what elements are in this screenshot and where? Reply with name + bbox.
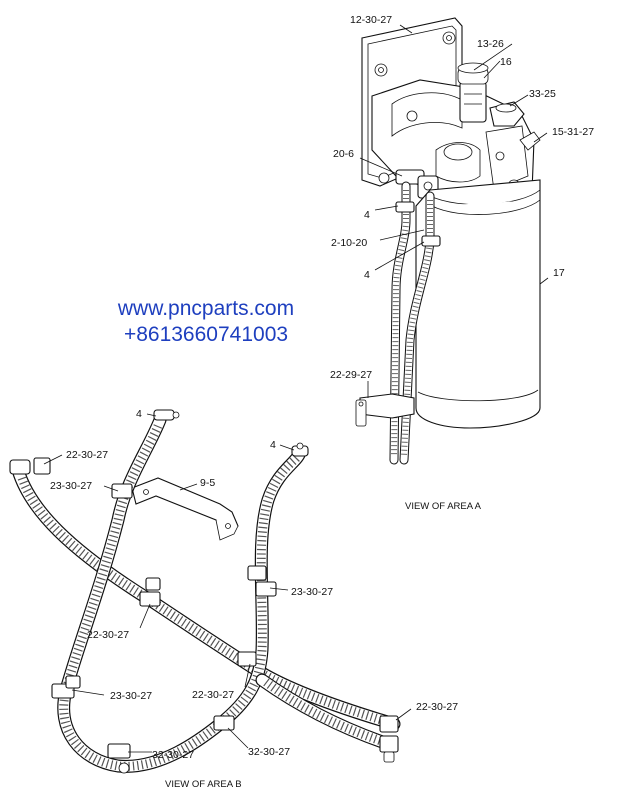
hose-clamp-left: [153, 409, 180, 421]
hose-end-cap-right: [383, 751, 395, 763]
callout-clamp-lower: 4: [364, 269, 370, 281]
view-area-a: 12-30-27 13-26 16 33-25 15-31-27 20-6 4 …: [330, 14, 594, 512]
callout-base: 15-31-27: [552, 126, 594, 138]
fuel-filter-canister: [415, 179, 541, 429]
view-area-a-label: VIEW OF AREA A: [405, 501, 482, 512]
callout-clip-right-end: 22-30-27: [416, 701, 458, 713]
callout-clip-hose-left: 23-30-27: [50, 480, 92, 492]
callout-clip-right-mid: 23-30-27: [291, 586, 333, 598]
callout-clamp-right: 4: [270, 439, 276, 451]
hose-end-fitting-right: [379, 735, 399, 753]
view-area-b: 4 22-30-27 23-30-27 9-5 4 23-30-27 22-30…: [9, 408, 458, 790]
watermark-phone: +8613660741003: [123, 323, 289, 347]
callout-clip-center-left: 22-30-27: [87, 629, 129, 641]
callout-bracket-clip: 22-29-27: [330, 369, 372, 381]
watermark: www.pncparts.com +8613660741003: [96, 296, 316, 349]
hose-clip-bottom-left-bolt: [118, 762, 130, 774]
sensor-cap: [457, 62, 489, 123]
view-area-b-label: VIEW OF AREA B: [165, 779, 242, 790]
callout-clip-lower-left: 23-30-27: [110, 690, 152, 702]
hose-clip-right-mid: [255, 581, 277, 597]
hose-end-fitting-left: [9, 459, 31, 475]
callout-clip-bottom-left: 32-30-27: [152, 749, 194, 761]
hose-clamp-right: [291, 442, 309, 457]
vent-plug: [489, 101, 525, 127]
hose-clip-top-left: [33, 457, 51, 475]
hose-clip-right-end: [379, 715, 399, 733]
callout-mount-plate: 12-30-27: [350, 14, 392, 26]
callout-cap: 13-26: [477, 38, 504, 50]
view-a-leader-lines: [359, 24, 549, 398]
callout-plug: 33-25: [529, 88, 556, 100]
callout-filter: 17: [553, 267, 565, 279]
callout-fitting: 2-10-20: [331, 237, 367, 249]
hose-clamp-lower: [421, 235, 441, 247]
callout-elbow: 20-6: [333, 148, 354, 160]
callout-clip-bottom-center: 32-30-27: [248, 746, 290, 758]
hose-clip-center-left-mount: [145, 577, 161, 591]
watermark-website: www.pncparts.com: [117, 297, 295, 320]
callout-bracket: 9-5: [200, 477, 215, 489]
callout-clamp-upper: 4: [364, 209, 370, 221]
hose-clamp-upper: [395, 201, 415, 213]
hose-clip-bottom-center: [213, 715, 235, 731]
view-b-leader-lines: [43, 413, 412, 753]
hose-clip-right-upper: [247, 565, 267, 581]
hose-clip-lower-left-mount: [65, 675, 81, 689]
callout-sensor: 16: [500, 56, 512, 68]
hose-bracket-clip: [355, 393, 415, 427]
hose-clip-center: [237, 651, 257, 667]
hose-clip-center-left: [139, 591, 161, 607]
callout-clamp-left: 4: [136, 408, 142, 420]
mounting-bracket: [131, 477, 239, 541]
callout-clip-top-left: 22-30-27: [66, 449, 108, 461]
hose-runs: [11, 413, 401, 773]
hose-clip-bottom-left: [107, 743, 131, 759]
hose-clip-upper: [111, 483, 133, 499]
callout-clip-center: 22-30-27: [192, 689, 234, 701]
